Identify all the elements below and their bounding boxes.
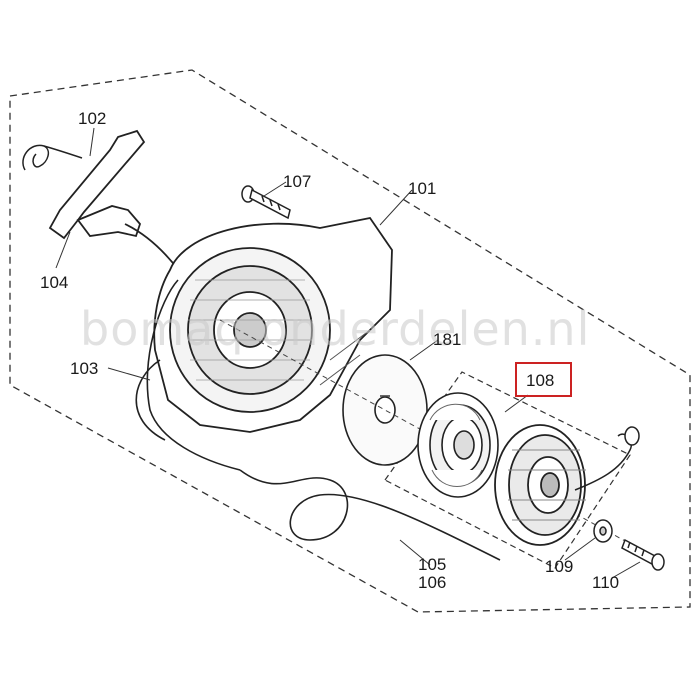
leader-103 bbox=[107, 367, 151, 381]
rope-pulley-108 bbox=[494, 424, 586, 546]
leader-109 bbox=[564, 537, 596, 561]
leader-181 bbox=[409, 339, 439, 361]
leader-108 bbox=[504, 394, 529, 413]
screw-110 bbox=[621, 538, 665, 571]
label-104: 104 bbox=[40, 273, 68, 292]
recoil-spring-cassette-108 bbox=[417, 392, 499, 498]
label-107: 107 bbox=[283, 172, 311, 191]
label-105: 105 bbox=[418, 555, 446, 574]
label-108: 108 bbox=[526, 371, 554, 390]
label-102: 102 bbox=[78, 109, 106, 128]
starter-rope-103 bbox=[135, 279, 501, 561]
label-110: 110 bbox=[592, 573, 619, 592]
assembly-boundary-dashed bbox=[9, 69, 691, 613]
watermark-text: bomaq onderdelen.nl bbox=[80, 302, 590, 356]
leader-101 bbox=[379, 189, 413, 226]
leader-104 bbox=[55, 231, 71, 269]
disc-181 bbox=[342, 354, 428, 466]
leader-105 bbox=[399, 539, 431, 566]
starter-housing-101 bbox=[153, 217, 393, 433]
leader-lines bbox=[55, 127, 641, 579]
leader-110 bbox=[611, 561, 641, 579]
rope-knot-102 bbox=[22, 144, 83, 171]
label-106: 106 bbox=[418, 573, 446, 592]
washer-109 bbox=[593, 519, 613, 543]
leader-107 bbox=[263, 181, 287, 197]
label-103: 103 bbox=[70, 359, 98, 378]
bolt-107 bbox=[241, 185, 291, 220]
subassembly-108-boundary-dashed bbox=[384, 371, 631, 569]
label-181: 181 bbox=[433, 330, 461, 349]
label-101: 101 bbox=[408, 179, 436, 198]
pulley-rope-end bbox=[574, 426, 640, 491]
label-109: 109 bbox=[545, 557, 573, 576]
leader-102 bbox=[89, 127, 95, 157]
assembly-axis-dashed bbox=[219, 319, 661, 561]
highlight-box-108 bbox=[515, 362, 572, 397]
starter-handle-104 bbox=[48, 129, 181, 273]
